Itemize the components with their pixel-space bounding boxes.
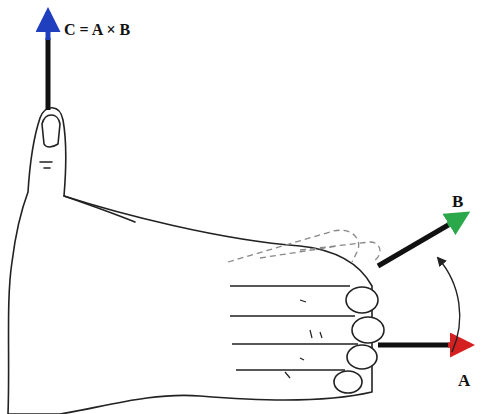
vector-arrows: [48, 12, 470, 352]
curled-fingers: [230, 286, 384, 393]
vector-equation: C = A × B: [64, 22, 130, 38]
hand-outline: [8, 108, 372, 414]
vector-label: A: [458, 372, 470, 389]
finger-ghost: [228, 230, 380, 262]
vector-label: B: [452, 193, 463, 210]
